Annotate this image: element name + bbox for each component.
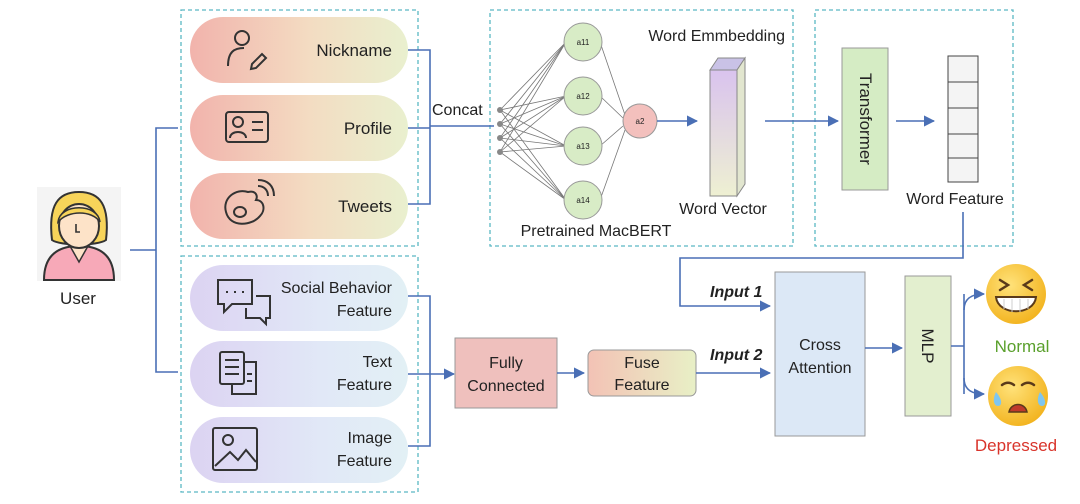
input-label-line2: Feature — [337, 377, 392, 394]
neuron-a12: a12 — [576, 92, 590, 101]
input-label: Nickname — [316, 41, 392, 60]
mlp-block — [904, 275, 952, 417]
bottom-input-group — [180, 255, 419, 493]
arrow-to-depressed — [963, 377, 986, 400]
input-image-feature: Image Feature — [190, 417, 408, 483]
fully-connected-line1: Fully — [489, 355, 523, 372]
macbert-network — [497, 22, 658, 220]
features-connector — [408, 295, 431, 447]
concat-label: Concat — [432, 102, 483, 119]
fuse-line1: Fuse — [624, 355, 660, 372]
input2-label: Input 2 — [710, 347, 763, 364]
word-feature-label: Word Feature — [906, 191, 1004, 208]
fuse-line2: Feature — [614, 377, 669, 394]
output-connector — [951, 294, 965, 394]
word-vector-bar — [709, 56, 746, 198]
fully-connected-line2: Connected — [467, 378, 544, 395]
laughing-emoji-icon — [986, 264, 1046, 324]
cross-attention-block — [774, 271, 866, 437]
input1-label: Input 1 — [710, 284, 763, 301]
mlp-label: MLP — [918, 329, 937, 364]
input-label: Tweets — [338, 197, 392, 216]
user-label: User — [60, 289, 96, 308]
cross-line2: Attention — [788, 360, 851, 377]
input-label-line2: Feature — [337, 303, 392, 320]
user-brace — [130, 127, 178, 373]
word-feature-stack — [947, 55, 979, 183]
image-icon — [212, 427, 258, 471]
fully-connected-block — [454, 337, 558, 409]
neuron-a11: a11 — [577, 38, 590, 47]
id-card-icon — [225, 111, 269, 143]
transformer-block — [841, 47, 889, 191]
neuron-a13: a13 — [576, 142, 590, 151]
user-icon — [37, 187, 121, 281]
input1-connector — [679, 212, 964, 312]
transformer-group — [814, 9, 1014, 247]
input-profile: Profile — [190, 95, 408, 161]
weibo-icon — [224, 179, 275, 225]
input-nickname: Nickname — [190, 17, 408, 83]
concat-connector — [408, 49, 494, 205]
input-label-line1: Social Behavior — [281, 280, 393, 297]
arrow-to-normal — [963, 288, 986, 311]
chat-bubbles-icon — [217, 279, 271, 327]
input-social-behavior: Social Behavior Feature — [190, 265, 408, 331]
document-icon — [219, 351, 257, 395]
neuron-a2: a2 — [636, 117, 645, 126]
normal-label: Normal — [995, 337, 1050, 356]
input-label: Profile — [344, 119, 392, 138]
transformer-label: Transformer — [856, 73, 875, 165]
crying-emoji-icon — [988, 366, 1048, 426]
input-tweets: Tweets — [190, 173, 408, 239]
input-text-feature: Text Feature — [190, 341, 408, 407]
word-embedding-label: Word Emmbedding — [648, 28, 785, 45]
input-label-line1: Image — [348, 430, 393, 447]
bert-group — [489, 9, 794, 247]
neuron-a14: a14 — [576, 196, 590, 205]
input-label-line1: Text — [363, 354, 393, 371]
input-label-line2: Feature — [337, 453, 392, 470]
pretrained-label: Pretrained MacBERT — [521, 223, 672, 240]
word-vector-label: Word Vector — [679, 201, 767, 218]
cross-line1: Cross — [799, 337, 841, 354]
top-input-group — [180, 9, 419, 247]
user-edit-icon — [227, 30, 268, 71]
depressed-label: Depressed — [975, 436, 1057, 455]
